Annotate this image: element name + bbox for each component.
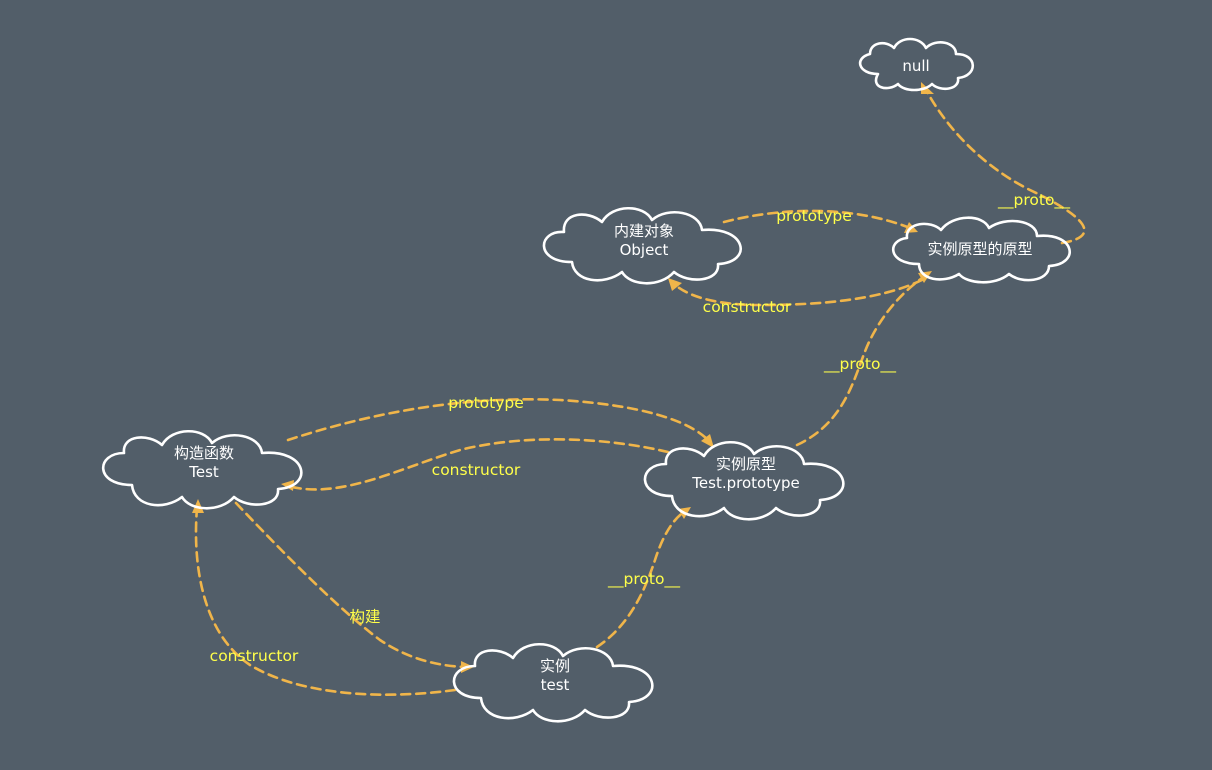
- edge-label: prototype: [448, 394, 524, 412]
- node-constructor-fn: 构造函数 Test: [101, 430, 303, 510]
- edge-object-constructor: constructor: [668, 278, 924, 316]
- nodes: null 内建对象 Object 实例原型的原型 构造函数 Test 实例原型 …: [101, 37, 1071, 723]
- edge-line: [286, 438, 670, 491]
- node-instance: 实例 test: [452, 643, 654, 723]
- cloud-shape: [643, 441, 845, 521]
- edge-label: __proto__: [823, 355, 896, 374]
- edge-line: [234, 501, 467, 669]
- edge-line: [194, 506, 457, 696]
- node-label-line-1: 内建对象: [614, 222, 674, 240]
- edge-line: [672, 278, 924, 307]
- edge-label: __proto__: [607, 570, 680, 589]
- edge-test-constructor: constructor: [281, 438, 670, 491]
- cloud-shape: [858, 37, 974, 92]
- node-label: 实例原型的原型: [927, 240, 1032, 258]
- edge-label: constructor: [703, 298, 792, 316]
- edge-object-prototype: prototype: [722, 207, 918, 233]
- node-null: null: [858, 37, 974, 92]
- node-instance-proto: 实例原型 Test.prototype: [643, 441, 845, 521]
- node-label-line-2: Test.prototype: [691, 474, 799, 492]
- edge-label: __proto__: [997, 191, 1070, 210]
- edge-label: constructor: [432, 461, 521, 479]
- edge-line: [923, 86, 1086, 245]
- edge-label: constructor: [210, 647, 299, 665]
- cloud-shape: [891, 216, 1071, 284]
- node-label-line-1: 构造函数: [174, 444, 234, 462]
- cloud-shape: [542, 207, 742, 285]
- edges: __proto__ prototype constructor __proto_…: [192, 82, 1086, 696]
- node-label-line-1: 实例: [540, 657, 570, 675]
- edge-line: [722, 209, 912, 230]
- edge-label: 构建: [349, 608, 380, 626]
- cloud-shape: [452, 643, 654, 723]
- node-object: 内建对象 Object: [542, 207, 742, 285]
- node-label: null: [902, 57, 929, 75]
- node-label-line-2: test: [541, 676, 570, 694]
- node-label-line-2: Test: [188, 463, 219, 481]
- node-label-line-1: 实例原型: [716, 455, 776, 473]
- arrow-head: [701, 434, 714, 448]
- cloud-shape: [101, 430, 303, 510]
- edge-instance-constructor: constructor: [192, 499, 457, 696]
- edge-instance-proto: __proto__: [595, 507, 691, 649]
- edge-label: prototype: [776, 207, 852, 225]
- edge-test-prototype: prototype: [286, 394, 714, 448]
- node-proto-of-proto: 实例原型的原型: [891, 216, 1071, 284]
- arrow-head: [281, 480, 294, 491]
- node-label-line-2: Object: [620, 241, 669, 259]
- edge-line: [286, 398, 712, 444]
- edge-line: [595, 510, 686, 649]
- edge-proto-to-null: __proto__: [921, 82, 1086, 245]
- arrow-head: [668, 278, 682, 291]
